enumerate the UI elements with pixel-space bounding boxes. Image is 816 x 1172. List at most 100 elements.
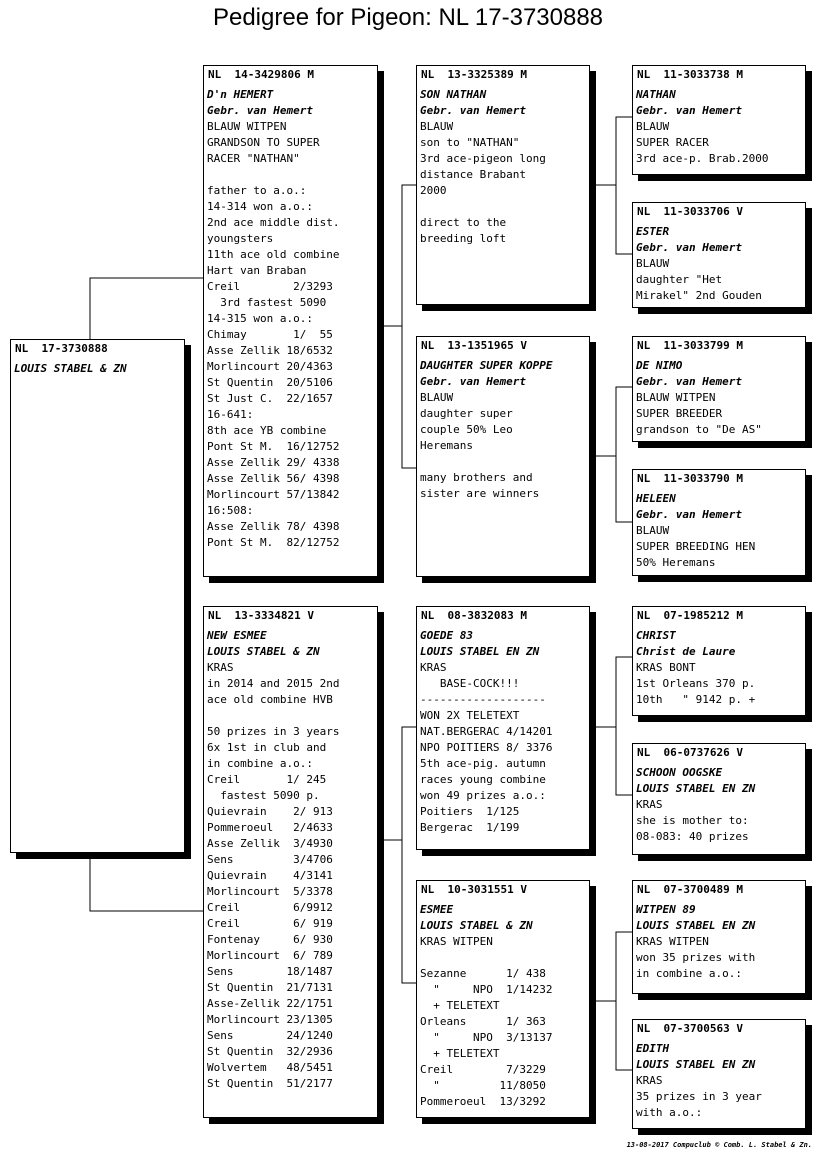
pigeon-name: EDITH (636, 1042, 670, 1055)
ring-number: NL 11-3033738 M (637, 68, 743, 81)
info-line: she is mother to: (636, 814, 749, 827)
info-line: 14-315 won a.o.: (207, 312, 313, 325)
owner-name: LOUIS STABEL EN ZN (420, 645, 540, 658)
info-line: Asse-Zellik 22/1751 (207, 997, 333, 1010)
owner-name: Gebr. van Hemert (636, 375, 742, 388)
info-line: KRAS (636, 798, 663, 811)
info-line: with a.o.: (636, 1106, 703, 1119)
info-line: St Quentin 51/2177 (207, 1077, 333, 1090)
info-line: Bergerac 1/199 (420, 821, 520, 834)
info-line: KRAS WITPEN (420, 935, 493, 948)
pigeon-name: GOEDE 83 (420, 629, 473, 642)
info-line: KRAS (420, 661, 447, 674)
info-line: Morlincourt 5/3378 (207, 885, 333, 898)
info-line: Morlincourt 23/1305 (207, 1013, 333, 1026)
info-line: BLAUW (420, 391, 454, 404)
info-line: KRAS WITPEN (636, 935, 709, 948)
info-line: 2000 (420, 184, 447, 197)
info-line: Creil 6/ 919 (207, 917, 333, 930)
info-line: St Quentin 32/2936 (207, 1045, 333, 1058)
info-line: 35 prizes in 3 year (636, 1090, 762, 1103)
ring-number: NL 07-3700489 M (637, 883, 743, 896)
info-line: Morlincourt 20/4363 (207, 360, 333, 373)
info-line: breeding loft (420, 232, 507, 245)
pigeon-name: SON NATHAN (420, 88, 487, 101)
owner-name: Gebr. van Hemert (420, 375, 526, 388)
ring-number: NL 11-3033799 M (637, 339, 743, 352)
info-line: Morlincourt 57/13842 (207, 488, 340, 501)
owner-name: Gebr. van Hemert (636, 241, 742, 254)
info-line: ------------------- (420, 693, 546, 706)
pigeon-name: NEW ESMEE (207, 629, 267, 642)
info-line: in 2014 and 2015 2nd (207, 677, 340, 690)
info-line: 16:508: (207, 504, 254, 517)
info-line: KRAS (207, 661, 234, 674)
info-line: 50 prizes in 3 years (207, 725, 340, 738)
info-line: Asse Zellik 18/6532 (207, 344, 333, 357)
info-line: Fontenay 6/ 930 (207, 933, 333, 946)
info-line: " NPO 1/14232 (420, 983, 553, 996)
info-line: father to a.o.: (207, 184, 307, 197)
info-line: Creil 1/ 245 (207, 773, 327, 786)
info-line: won 49 prizes a.o.: (420, 789, 546, 802)
info-line: 1st Orleans 370 p. (636, 677, 756, 690)
info-line: Morlincourt 6/ 789 (207, 949, 333, 962)
info-line: Asse Zellik 78/ 4398 (207, 520, 340, 533)
info-line: SUPER RACER (636, 136, 709, 149)
pigeon-card-dam-sire: NL 08-3832083 M GOEDE 83 LOUIS STABEL EN Z… (416, 606, 590, 850)
info-line: Chimay 1/ 55 (207, 328, 333, 341)
ring-number: NL 07-3700563 V (637, 1022, 743, 1035)
pigeon-name: SCHOON OOGSKE (636, 766, 723, 779)
info-line: ace old combine HVB (207, 693, 333, 706)
owner-name: Gebr. van Hemert (636, 508, 742, 521)
info-line: distance Brabant (420, 168, 526, 181)
info-line: Quievrain 2/ 913 (207, 805, 333, 818)
info-line: 8th ace YB combine (207, 424, 327, 437)
owner-name: Gebr. van Hemert (420, 104, 526, 117)
info-line: Wolvertem 48/5451 (207, 1061, 333, 1074)
info-line (420, 454, 586, 470)
info-line: direct to the (420, 216, 507, 229)
info-line: St Just C. 22/1657 (207, 392, 333, 405)
info-line: BLAUW (420, 120, 454, 133)
footer-credit: 13-08-2017 Compuclub © Comb. L. Stabel &… (626, 1141, 812, 1149)
info-line: Asse Zellik 29/ 4338 (207, 456, 340, 469)
info-line: Poitiers 1/125 (420, 805, 520, 818)
ring-number: NL 08-3832083 M (421, 609, 527, 622)
info-line: won 35 prizes with (636, 951, 756, 964)
info-line: 11th ace old combine (207, 248, 340, 261)
info-line: St Quentin 21/7131 (207, 981, 333, 994)
ring-number: NL 14-3429806 M (208, 68, 314, 81)
info-line: Pommeroeul 13/3292 (420, 1095, 546, 1108)
info-line (420, 950, 586, 966)
info-line: Heremans (420, 439, 473, 452)
info-line: Creil 7/3229 (420, 1063, 546, 1076)
info-line: 3rd fastest 5090 (207, 296, 327, 309)
info-line: daughter "Het (636, 273, 723, 286)
info-line: Pont St M. 82/12752 (207, 536, 340, 549)
info-line: 16-641: (207, 408, 254, 421)
info-line: SUPER BREEDING HEN (636, 540, 756, 553)
info-line: in combine a.o.: (207, 757, 313, 770)
pigeon-name: WITPEN 89 (636, 903, 696, 916)
pigeon-name: NATHAN (636, 88, 676, 101)
info-line: Orleans 1/ 363 (420, 1015, 546, 1028)
info-line: couple 50% Leo (420, 423, 513, 436)
info-line: 2nd ace middle dist. (207, 216, 340, 229)
info-line: NAT.BERGERAC 4/14201 (420, 725, 553, 738)
info-line: Pommeroeul 2/4633 (207, 821, 333, 834)
info-line: BLAUW WITPEN (636, 391, 716, 404)
ring-number: NL 07-1985212 M (637, 609, 743, 622)
info-line: " 11/8050 (420, 1079, 546, 1092)
info-line: 3rd ace-p. Brab.2000 (636, 152, 769, 165)
pigeon-name: ESMEE (420, 903, 454, 916)
pigeon-name: DE NIMO (636, 359, 683, 372)
info-line: Asse Zellik 3/4930 (207, 837, 333, 850)
